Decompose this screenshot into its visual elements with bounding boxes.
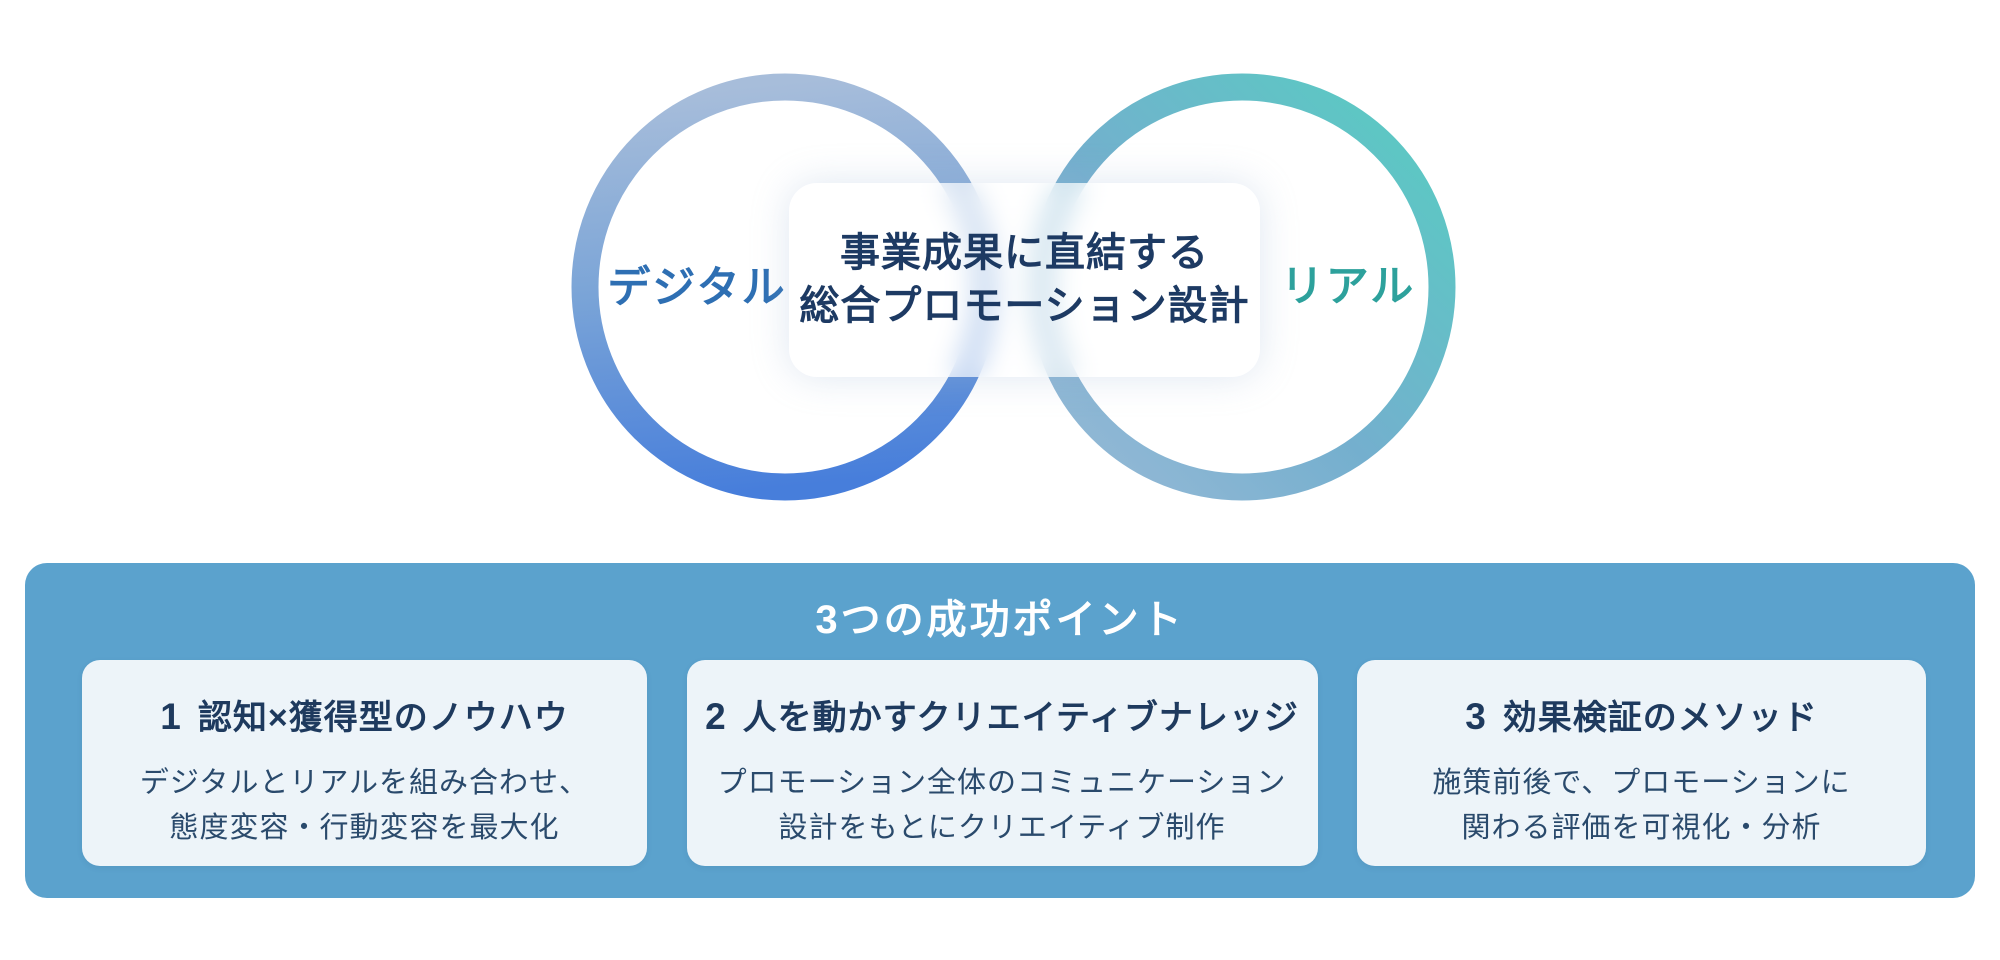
success-point-card-2: 2 人を動かすクリエイティブナレッジ プロモーション全体のコミュニケーション 設… [686,660,1318,866]
card-2-description: プロモーション全体のコミュニケーション 設計をもとにクリエイティブ制作 [717,767,1287,844]
success-points-cards-row: 1 認知×獲得型のノウハウ デジタルとリアルを組み合わせ、 態度変容・行動変容を… [82,660,1926,866]
success-point-card-3: 3 効果検証のメソッド 施策前後で、プロモーションに 関わる評価を可視化・分析 [1357,660,1926,866]
card-3-number: 3 [1465,696,1486,737]
card-1-title-row: 1 認知×獲得型のノウハウ [82,690,647,739]
card-1-title: 認知×獲得型のノウハウ [197,699,569,737]
card-3-title: 効果検証のメソッド [1502,699,1818,737]
real-loop-label: リアル [1280,263,1416,311]
card-3-description: 施策前後で、プロモーションに 関わる評価を可視化・分析 [1432,767,1851,844]
digital-loop-label: デジタル [607,264,787,312]
success-points-panel: 3つの成功ポイント 1 認知×獲得型のノウハウ デジタルとリアルを組み合わせ、 … [25,563,1975,898]
success-point-card-1: 1 認知×獲得型のノウハウ デジタルとリアルを組み合わせ、 態度変容・行動変容を… [82,660,647,866]
infinity-diagram-section: デジタル リアル 事業成果に直結する 総合プロモーション設計 [571,73,1456,501]
card-3-title-row: 3 効果検証のメソッド [1357,690,1926,739]
center-statement-card: 事業成果に直結する 総合プロモーション設計 [789,183,1260,377]
card-1-number: 1 [160,696,181,737]
success-points-heading: 3つの成功ポイント [815,598,1185,642]
card-1-description: デジタルとリアルを組み合わせ、 態度変容・行動変容を最大化 [139,767,590,844]
center-statement-line2: 総合プロモーション設計 [799,284,1250,328]
card-2-number: 2 [705,696,726,737]
card-2-title: 人を動かすクリエイティブナレッジ [742,699,1299,737]
center-statement-line1: 事業成果に直結する [840,230,1209,275]
card-2-title-row: 2 人を動かすクリエイティブナレッジ [687,690,1318,739]
